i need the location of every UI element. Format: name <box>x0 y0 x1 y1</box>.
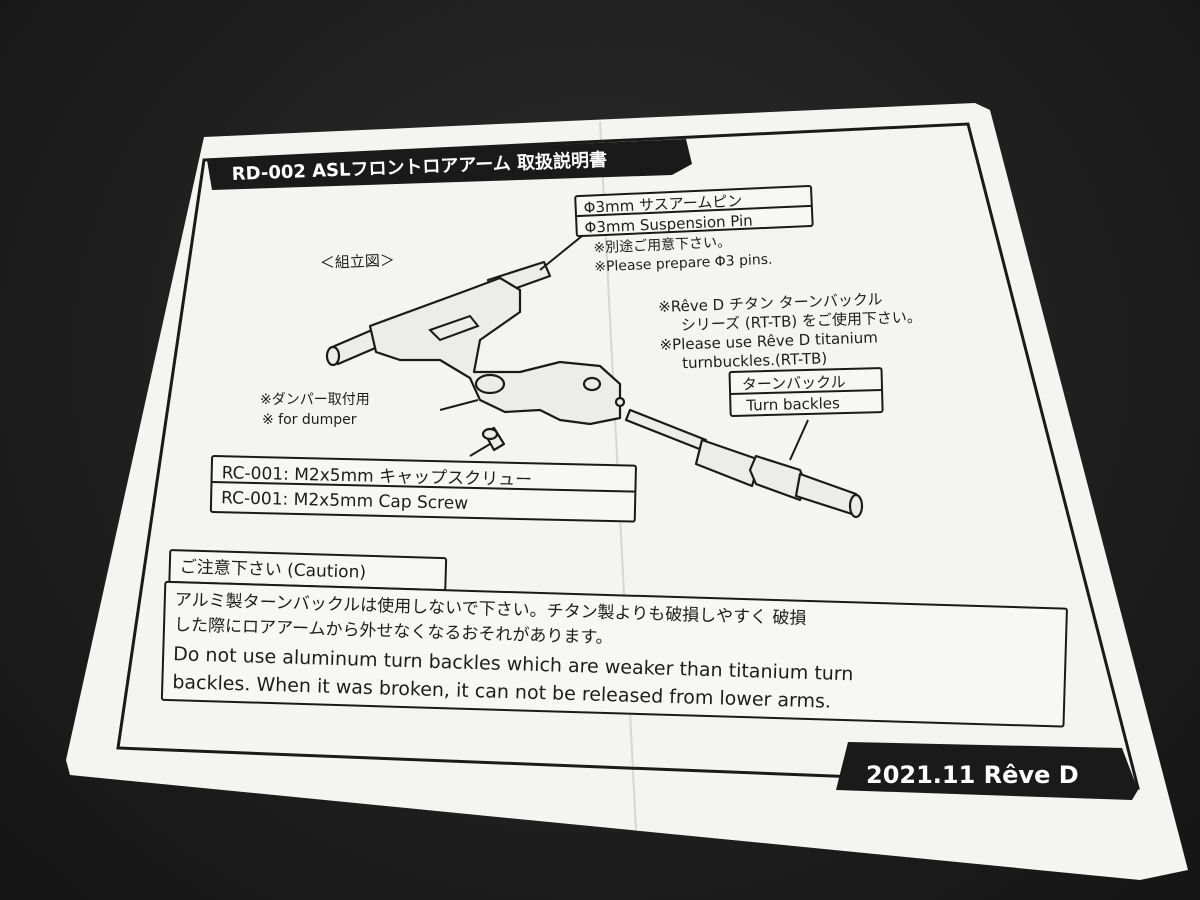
assembly-label: ＜組立図＞ <box>320 251 396 272</box>
screw-label-box: RC-001: M2x5mm キャップスクリュー RC-001: M2x5mm … <box>209 455 637 523</box>
caution-body-box <box>160 580 1068 728</box>
turnbuckle-label-jp: ターンバックル <box>742 373 846 394</box>
footer-label-bar <box>836 742 1138 800</box>
damper-note: ※ダンパー取付用 ※ for dumper <box>260 392 370 428</box>
header-title-bar <box>207 139 692 190</box>
damper-note-en: ※ for dumper <box>262 412 357 428</box>
leader-lines <box>439 235 809 461</box>
turnbuckle-label-en: Turn backles <box>745 394 840 414</box>
caution-section: ご注意下さい (Caution) アルミ製ターンバックルは使用しないで下さい。チ… <box>160 549 1068 728</box>
pin-note-en: ※Please prepare Φ3 pins. <box>594 252 773 276</box>
lower-arm-drawing <box>325 260 626 452</box>
footer-label: 2021.11 Rêve D <box>866 761 1079 789</box>
reve-note-line4: turnbuckles.(RT-TB) <box>682 349 828 372</box>
pin-label-box: Φ3mm サスアームピン Φ3mm Suspension Pin ※別途ご用意下… <box>574 184 814 276</box>
damper-note-jp: ※ダンパー取付用 <box>260 392 370 408</box>
sheet-frame <box>116 122 1140 790</box>
pin-note-jp: ※別途ご用意下さい。 <box>593 233 731 256</box>
turnbuckle-label-box: ターンバックル Turn backles <box>728 367 884 417</box>
turnbuckle-drawing <box>624 408 864 519</box>
